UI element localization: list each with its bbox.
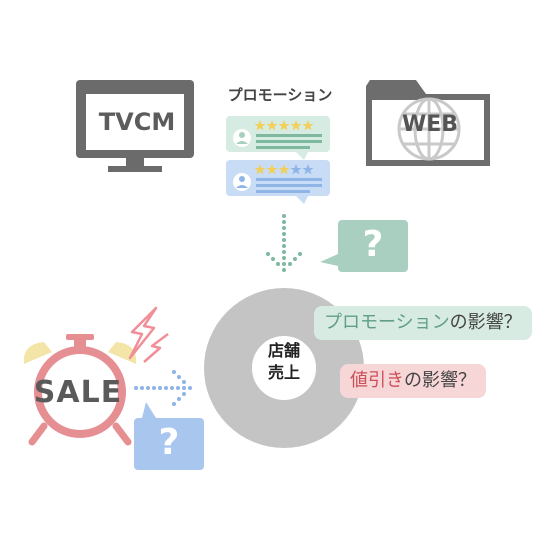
question-mark-green: ? (362, 224, 384, 265)
lightning-icon (128, 306, 169, 363)
promotion-effect-highlight: プロモーション (324, 312, 450, 333)
question-mark-blue: ? (158, 422, 180, 463)
discount-effect-highlight: 値引き (350, 370, 404, 391)
store-sales-label: 店舗 売上 (246, 340, 322, 384)
arrow-down-icon (266, 214, 302, 272)
speech-bubble-icon (134, 402, 204, 470)
globe-icon (397, 97, 461, 161)
discount-effect-rest: の影響？ (404, 370, 476, 391)
promotion-title: プロモーション (227, 86, 333, 104)
promotion-effect-rest: の影響？ (449, 312, 522, 333)
tv-icon (76, 80, 194, 172)
promotion-effect-tag: プロモーションの影響？ (314, 306, 532, 340)
sale-label: SALE (33, 375, 123, 410)
tvcm-label: TVCM (98, 108, 176, 136)
store-label: 店舗 (267, 341, 300, 360)
star-icon (254, 120, 314, 131)
review-card-icon (226, 116, 330, 160)
review-card-icon (226, 160, 330, 204)
speech-bubble-icon (320, 220, 408, 272)
arrow-right-icon (134, 370, 192, 406)
discount-effect-tag: 値引きの影響？ (340, 364, 486, 398)
sales-label: 売上 (267, 363, 300, 382)
alarm-clock-icon (23, 334, 137, 446)
web-label: WEB (401, 112, 459, 137)
star-icon (254, 164, 314, 175)
